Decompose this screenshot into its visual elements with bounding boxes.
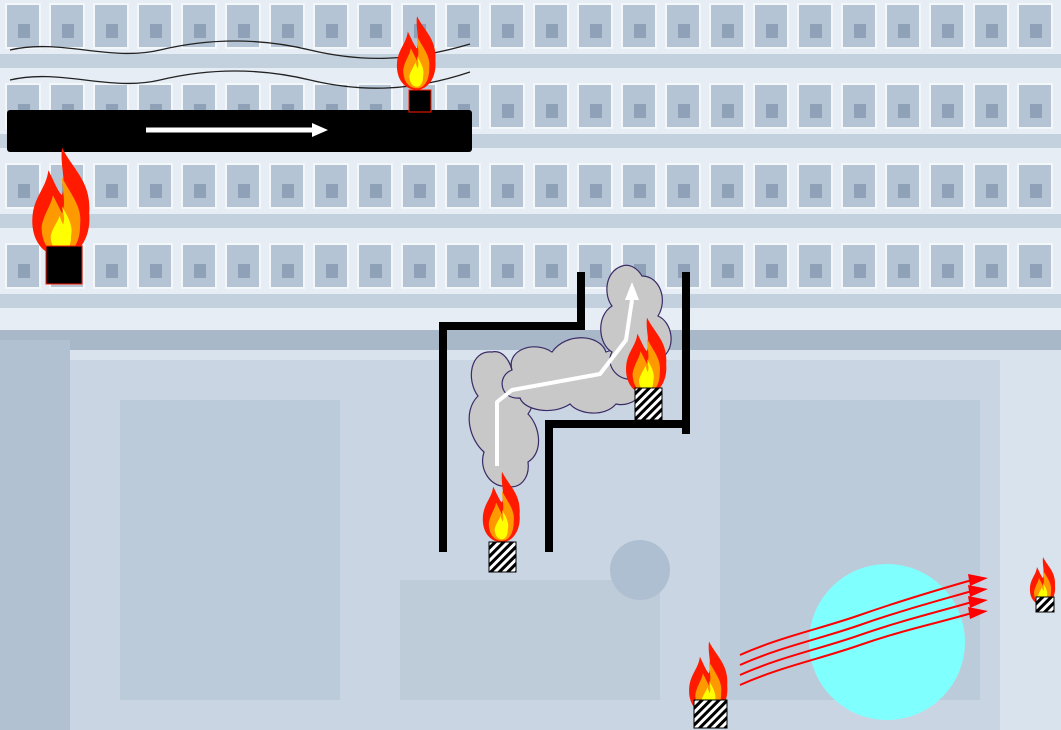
window-pane xyxy=(18,264,30,278)
window-pane xyxy=(634,104,646,118)
window-pane xyxy=(986,264,998,278)
window-pane xyxy=(502,264,514,278)
window-pane xyxy=(722,104,734,118)
window-pane xyxy=(1030,184,1042,198)
window-pane xyxy=(194,264,206,278)
window-pane xyxy=(722,184,734,198)
window-pane xyxy=(942,24,954,38)
transparent-sphere xyxy=(809,564,965,720)
window-pane xyxy=(986,104,998,118)
window-pane xyxy=(194,184,206,198)
window-pane xyxy=(854,184,866,198)
window-pane xyxy=(810,264,822,278)
window-pane xyxy=(370,184,382,198)
window-pane xyxy=(370,264,382,278)
window-pane xyxy=(502,104,514,118)
window-pane xyxy=(18,24,30,38)
window-pane xyxy=(678,24,690,38)
fuel-block xyxy=(1036,597,1054,612)
window-pane xyxy=(150,184,162,198)
window-pane xyxy=(150,24,162,38)
window-pane xyxy=(678,104,690,118)
window-pane xyxy=(810,184,822,198)
window-pane xyxy=(546,24,558,38)
window-pane xyxy=(1030,24,1042,38)
window-pane xyxy=(810,24,822,38)
window-pane xyxy=(502,24,514,38)
window-pane xyxy=(326,264,338,278)
window-pane xyxy=(546,104,558,118)
window-pane xyxy=(766,24,778,38)
window-pane xyxy=(986,184,998,198)
fuel-block xyxy=(489,542,516,572)
window-pane xyxy=(678,184,690,198)
window-pane xyxy=(898,24,910,38)
window-pane xyxy=(62,24,74,38)
window-pane xyxy=(854,104,866,118)
window-pane xyxy=(458,184,470,198)
fuel-block xyxy=(694,700,727,728)
window-pane xyxy=(942,104,954,118)
window-pane xyxy=(238,24,250,38)
window-pane xyxy=(722,264,734,278)
window-pane xyxy=(106,24,118,38)
window-pane xyxy=(282,184,294,198)
window-pane xyxy=(194,24,206,38)
floor-band xyxy=(0,214,1061,228)
window-pane xyxy=(1030,104,1042,118)
window-pane xyxy=(546,264,558,278)
window-pane xyxy=(854,24,866,38)
fuel-block xyxy=(46,246,82,284)
window-pane xyxy=(810,104,822,118)
window-pane xyxy=(106,264,118,278)
window-pane xyxy=(634,184,646,198)
window-pane xyxy=(590,24,602,38)
window-pane xyxy=(590,264,602,278)
fuel-block xyxy=(635,388,662,420)
window-pane xyxy=(898,184,910,198)
floor-band xyxy=(0,294,1061,308)
window-pane xyxy=(854,264,866,278)
window-pane xyxy=(370,24,382,38)
window-pane xyxy=(18,184,30,198)
window-pane xyxy=(458,24,470,38)
window-pane xyxy=(590,104,602,118)
window-pane xyxy=(546,184,558,198)
window-pane xyxy=(634,24,646,38)
fuel-block xyxy=(409,90,431,112)
window-pane xyxy=(458,264,470,278)
window-pane xyxy=(502,184,514,198)
window-pane xyxy=(898,104,910,118)
window-pane xyxy=(986,24,998,38)
window-pane xyxy=(766,184,778,198)
window-pane xyxy=(722,24,734,38)
window-pane xyxy=(590,184,602,198)
window-pane xyxy=(414,184,426,198)
window-pane xyxy=(326,184,338,198)
window-pane xyxy=(942,264,954,278)
window-pane xyxy=(766,104,778,118)
window-pane xyxy=(150,264,162,278)
window-pane xyxy=(766,264,778,278)
window-pane xyxy=(1030,264,1042,278)
window-pane xyxy=(326,24,338,38)
window-pane xyxy=(414,264,426,278)
window-pane xyxy=(238,184,250,198)
floor-band xyxy=(0,54,1061,68)
window-pane xyxy=(898,264,910,278)
window-pane xyxy=(942,184,954,198)
window-pane xyxy=(106,184,118,198)
window-pane xyxy=(282,264,294,278)
window-pane xyxy=(282,24,294,38)
window-pane xyxy=(238,264,250,278)
